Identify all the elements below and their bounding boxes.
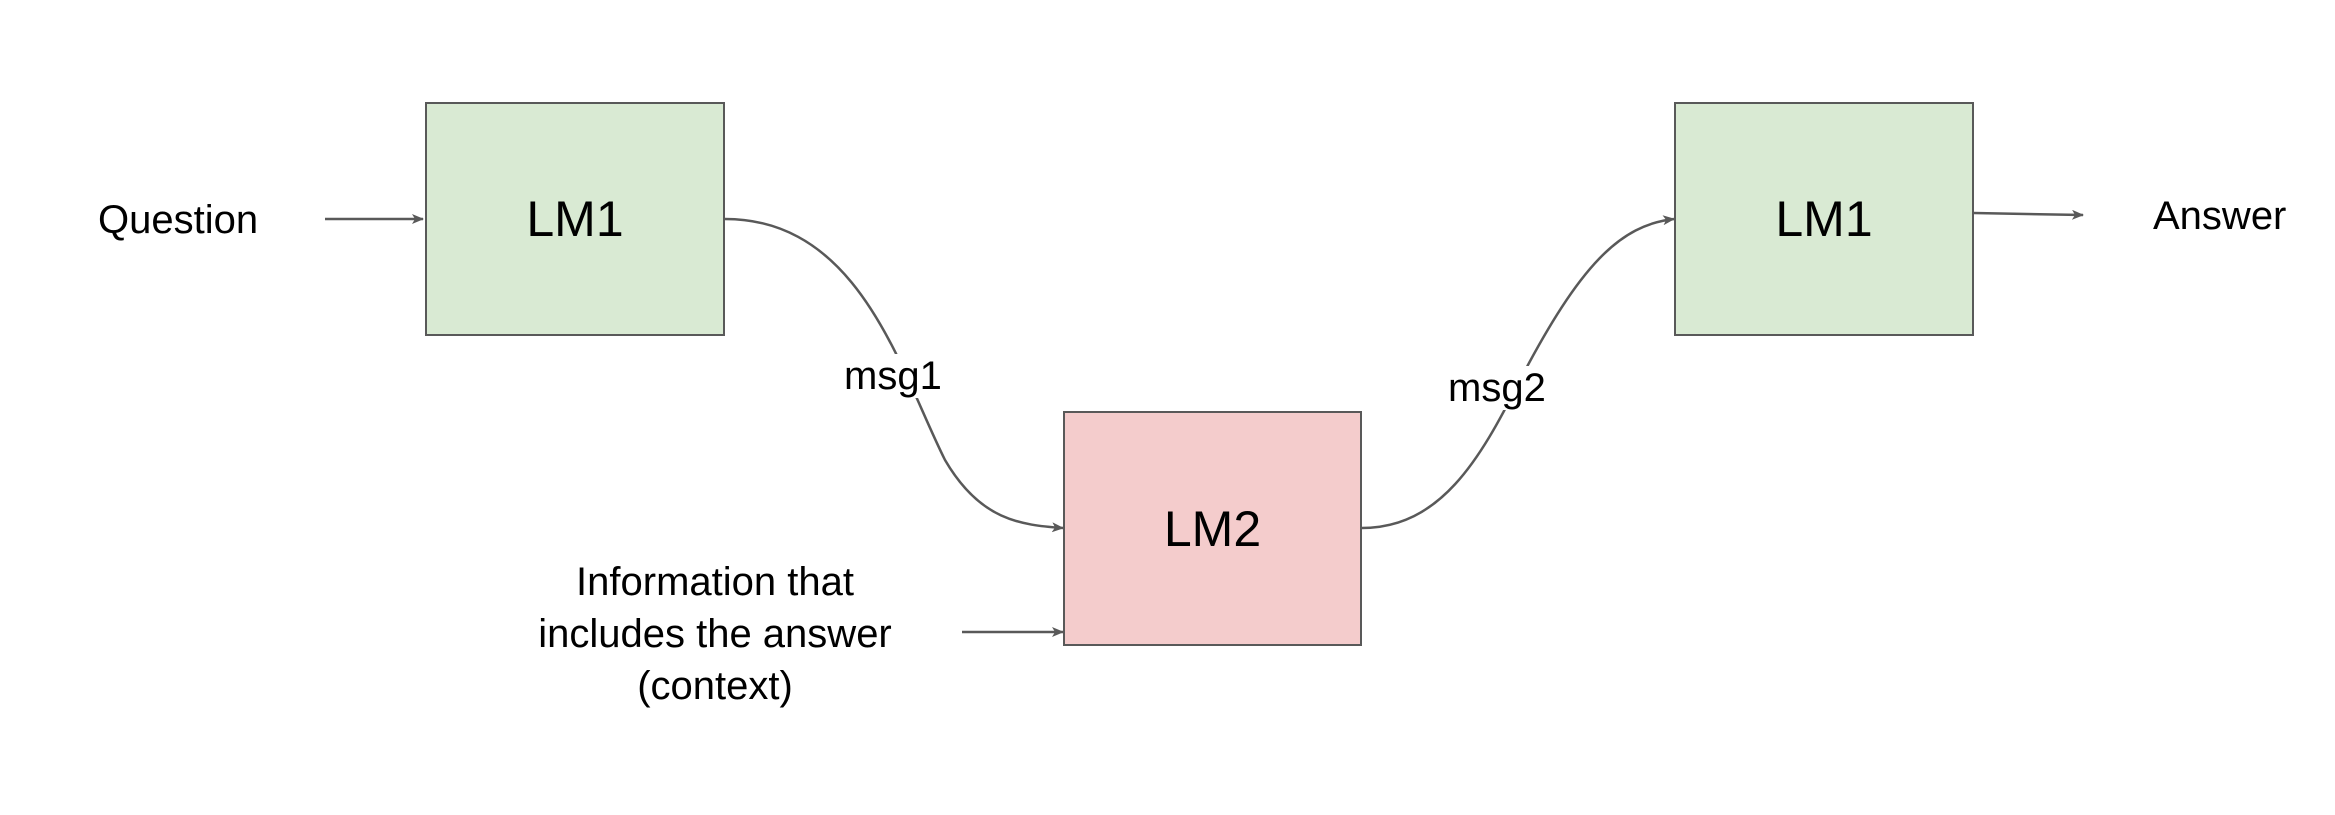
edge-lm1-to-answer	[1973, 209, 2084, 220]
context-label-line-2: includes the answer	[538, 612, 892, 656]
context-label-line-3: (context)	[637, 664, 793, 708]
msg1-label: msg1	[838, 354, 948, 398]
context-label-line-1: Information that	[576, 560, 854, 604]
question-label: Question	[98, 198, 259, 242]
answer-label: Answer	[2153, 194, 2287, 238]
msg2-label: msg2	[1442, 366, 1552, 410]
lm2-node: LM2	[1063, 411, 1362, 646]
edge-lm1-to-lm2-msg1	[724, 217, 1064, 533]
context-label: Information that includes the answer (co…	[510, 556, 920, 712]
lm1-first-node: LM1	[425, 102, 725, 336]
lm1-second-node: LM1	[1674, 102, 1974, 336]
